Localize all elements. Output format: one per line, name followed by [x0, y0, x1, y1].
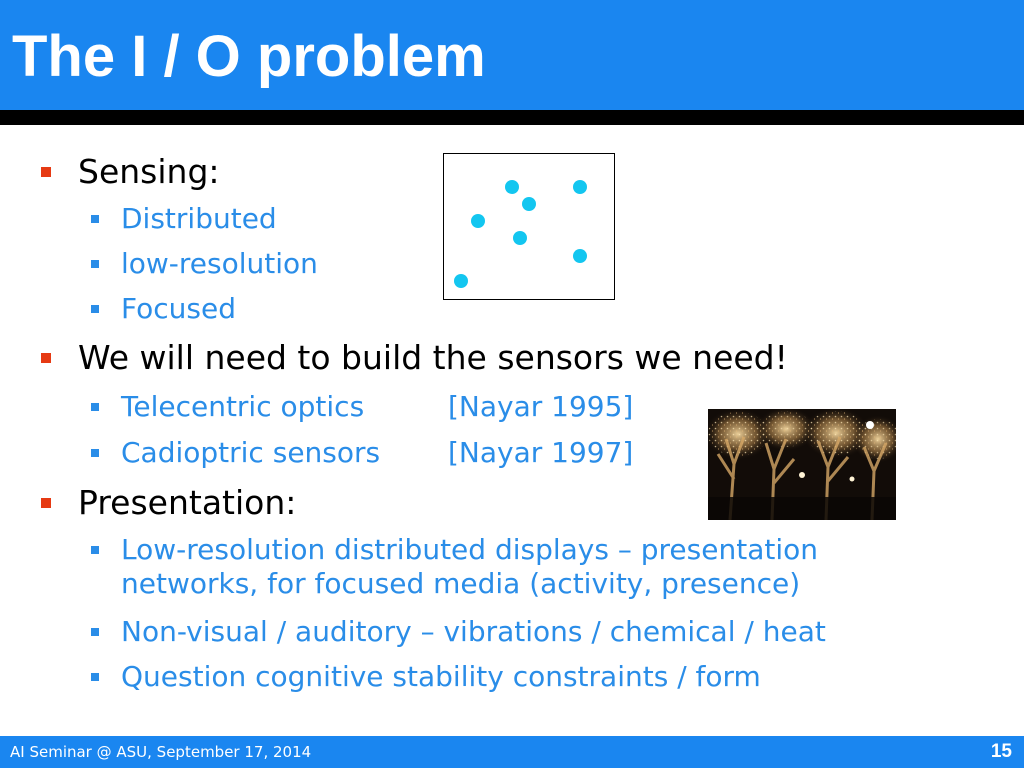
sub-bullet-marker: [91, 628, 99, 636]
sensor-dot: [573, 249, 587, 263]
page-number: 15: [990, 741, 1012, 762]
distributed-sensors-diagram: [443, 153, 615, 300]
sub-bullet-marker: [91, 673, 99, 681]
citation: [Nayar 1995]: [448, 390, 634, 423]
sub-bullet-marker: [91, 215, 99, 223]
bullet-build-sensors: We will need to build the sensors we nee…: [41, 338, 788, 377]
sub-bullet-marker: [91, 305, 99, 313]
night-lights-trees-image: [708, 409, 896, 520]
sub-bullet-low-resolution: low-resolution: [91, 247, 318, 281]
sub-bullet-distributed: Distributed: [91, 202, 277, 236]
sub-bullet-text: Non-visual / auditory – vibrations / che…: [121, 615, 826, 648]
bullet-marker: [41, 167, 51, 177]
bullet-text: Sensing:: [78, 152, 220, 191]
sub-bullet-focused: Focused: [91, 292, 236, 326]
sub-bullet-low-res-displays: Low-resolution distributed displays – pr…: [91, 533, 881, 601]
citation: [Nayar 1997]: [448, 436, 634, 469]
sub-bullet-text: Distributed: [121, 202, 277, 235]
slide-title: The I / O problem: [12, 24, 486, 89]
sub-bullet-text: low-resolution: [121, 247, 318, 280]
sensor-dot: [505, 180, 519, 194]
bullet-sensing: Sensing:: [41, 152, 220, 191]
sub-bullet-cognitive-stability: Question cognitive stability constraints…: [91, 660, 761, 694]
bullet-presentation: Presentation:: [41, 483, 297, 522]
sub-bullet-text: Focused: [121, 292, 236, 325]
header-divider: [0, 110, 1024, 125]
sub-bullet-marker: [91, 260, 99, 268]
sub-bullet-text: Cadioptric sensors: [121, 436, 381, 469]
bullet-text: We will need to build the sensors we nee…: [78, 338, 788, 377]
sub-bullet-text: Telecentric optics: [121, 390, 365, 423]
sub-bullet-non-visual: Non-visual / auditory – vibrations / che…: [91, 615, 826, 649]
sub-bullet-telecentric-optics: Telecentric optics [Nayar 1995]: [91, 390, 633, 424]
sensor-dot: [471, 214, 485, 228]
sensor-dot: [573, 180, 587, 194]
bullet-marker: [41, 498, 51, 508]
bullet-marker: [41, 353, 51, 363]
sensor-dot: [454, 274, 468, 288]
sub-bullet-cadioptric-sensors: Cadioptric sensors [Nayar 1997]: [91, 436, 633, 470]
sub-bullet-marker: [91, 546, 99, 554]
slide-footer: AI Seminar @ ASU, September 17, 2014 15: [0, 736, 1024, 768]
bullet-text: Presentation:: [78, 483, 297, 522]
sensor-dot: [513, 231, 527, 245]
sub-bullet-marker: [91, 449, 99, 457]
sub-bullet-marker: [91, 403, 99, 411]
footer-text: AI Seminar @ ASU, September 17, 2014: [10, 743, 312, 761]
sensor-dot: [522, 197, 536, 211]
sub-bullet-text: Question cognitive stability constraints…: [121, 660, 761, 693]
slide-header: [0, 0, 1024, 110]
night-lights-trees-photo: [708, 409, 896, 520]
sub-bullet-text: Low-resolution distributed displays – pr…: [121, 533, 818, 600]
